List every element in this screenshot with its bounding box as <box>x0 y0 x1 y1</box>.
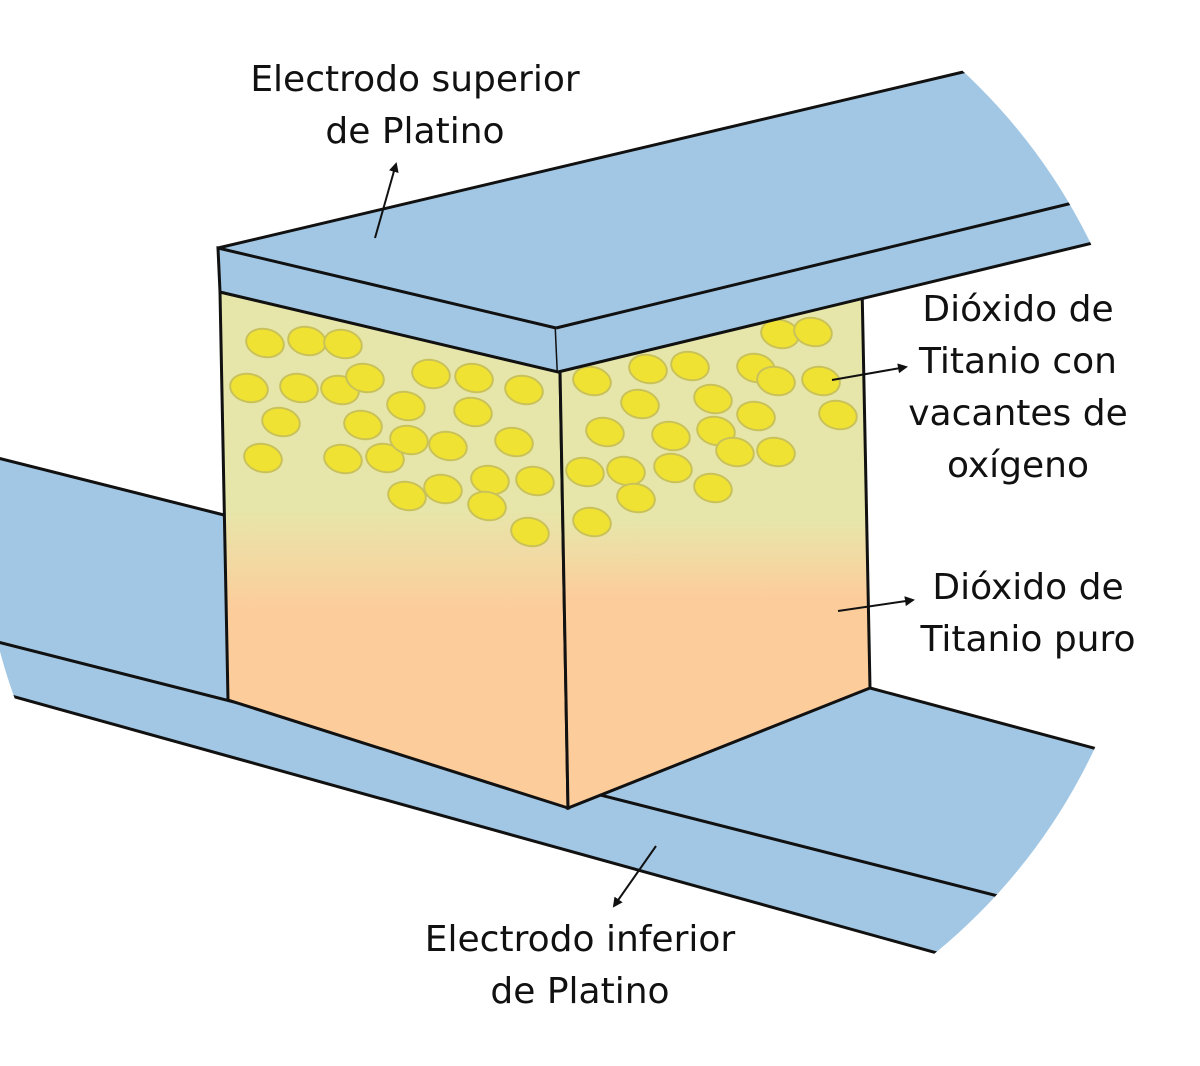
oxygen-vacancy-dot <box>387 480 427 512</box>
arrow-pure-layer <box>837 596 915 612</box>
label-vacancy-layer-line-3: vacantes de <box>908 393 1128 434</box>
bottom-electrode-front-face <box>0 640 1150 1040</box>
label-bottom-electrode-line-2: de Platino <box>490 971 670 1012</box>
oxygen-vacancy-dot <box>386 390 426 422</box>
label-top-electrode-line-1: Electrodo superior <box>250 59 580 100</box>
top-electrode-back-edge <box>217 66 981 250</box>
oxide-block <box>218 283 872 811</box>
oxygen-vacancy-dot <box>736 400 776 432</box>
oxygen-vacancy-dot <box>818 399 858 431</box>
label-vacancy-layer-line-1: Dióxido de <box>922 289 1114 330</box>
oxygen-vacancy-dot <box>453 396 493 428</box>
oxygen-vacancy-dot <box>670 350 710 382</box>
oxygen-vacancy-dot <box>572 365 612 397</box>
oxygen-vacancy-dot <box>345 362 385 394</box>
oxygen-vacancy-dot <box>411 358 451 390</box>
oxygen-vacancy-dot <box>323 328 363 360</box>
oxygen-vacancy-dot <box>504 374 544 406</box>
label-pure-layer-line-2: Titanio puro <box>920 619 1136 660</box>
oxygen-vacancy-dot <box>454 362 494 394</box>
oxygen-vacancy-dot <box>565 456 605 488</box>
oxygen-vacancy-dot <box>365 442 405 474</box>
oxygen-vacancy-dot <box>693 383 733 415</box>
oxygen-vacancy-dot <box>279 372 319 404</box>
label-pure-layer: Dióxido de Titanio puro <box>910 562 1146 666</box>
label-top-electrode-line-2: de Platino <box>325 111 505 152</box>
oxygen-vacancy-dot <box>653 452 693 484</box>
label-top-electrode: Electrodo superior de Platino <box>240 54 590 158</box>
bottom-electrode-top-face <box>0 456 1150 960</box>
label-vacancy-layer: Dióxido de Titanio con vacantes de oxíge… <box>900 284 1136 492</box>
oxygen-vacancy-dot <box>389 424 429 456</box>
label-vacancy-layer-line-2: Titanio con <box>919 341 1117 382</box>
oxygen-vacancy-dot <box>323 443 363 475</box>
oxygen-vacancy-dot <box>715 436 755 468</box>
oxygen-vacancy-dot <box>793 316 833 348</box>
oxygen-vacancy-dot <box>467 490 507 522</box>
oxygen-vacancy-dot <box>693 472 733 504</box>
oxygen-vacancy-dot <box>428 430 468 462</box>
oxygen-vacancy-dot <box>229 372 269 404</box>
oxygen-vacancy-dot <box>423 473 463 505</box>
oxygen-vacancy-dot <box>756 365 796 397</box>
oxygen-vacancy-dot <box>585 416 625 448</box>
oxygen-vacancy-dot <box>801 365 841 397</box>
oxygen-vacancy-dot <box>606 455 646 487</box>
oxygen-vacancy-dot <box>343 409 383 441</box>
bottom-electrode-back-edge <box>0 454 229 518</box>
label-pure-layer-line-1: Dióxido de <box>932 567 1124 608</box>
oxygen-vacancy-dot <box>628 353 668 385</box>
oxygen-vacancy-dot <box>243 442 283 474</box>
oxygen-vacancy-dot <box>245 327 285 359</box>
oxygen-vacancy-dot <box>620 388 660 420</box>
oxygen-vacancy-dot <box>756 436 796 468</box>
oxygen-vacancies <box>229 316 858 548</box>
oxygen-vacancy-dot <box>494 426 534 458</box>
oxygen-vacancy-dot <box>572 506 612 538</box>
bottom-electrode-right-edge <box>869 686 1150 792</box>
label-bottom-electrode-line-1: Electrodo inferior <box>424 919 736 960</box>
oxygen-vacancy-dot <box>510 516 550 548</box>
oxygen-vacancy-dot <box>515 465 555 497</box>
oxygen-vacancy-dot <box>651 420 691 452</box>
arrow-vacancy-layer <box>831 363 908 381</box>
label-vacancy-layer-line-4: oxígeno <box>946 445 1090 486</box>
top-electrode-top-face <box>218 68 1150 328</box>
oxygen-vacancy-dot <box>261 406 301 438</box>
oxygen-vacancy-dot <box>616 482 656 514</box>
label-bottom-electrode: Electrodo inferior de Platino <box>410 914 750 1018</box>
arrow-top-electrode <box>374 162 399 239</box>
arrow-bottom-electrode <box>612 845 657 908</box>
